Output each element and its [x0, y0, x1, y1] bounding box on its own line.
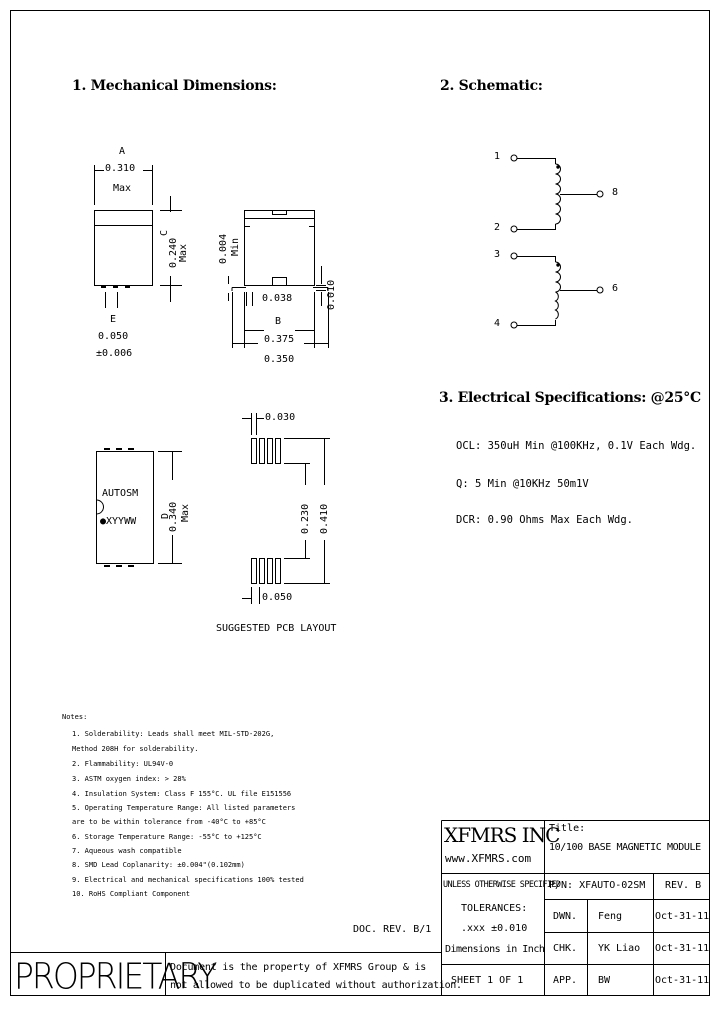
- pin-6-label: 6: [612, 283, 619, 294]
- side-view-outline: [228, 210, 329, 348]
- dim-e-label: E: [110, 314, 117, 325]
- dwn-label: DWN.: [553, 911, 578, 922]
- note-line: 7. Aqueous wash compatible: [72, 847, 182, 855]
- note-line: 6. Storage Temperature Range: -55°C to +…: [72, 833, 262, 841]
- notes-title: Notes:: [62, 713, 88, 721]
- dim-pad-span-inner: 0.230: [300, 503, 311, 534]
- note-line: 9. Electrical and mechanical specificati…: [72, 876, 304, 884]
- note-line: 3. ASTM oxygen index: > 28%: [72, 775, 186, 783]
- dim-b-label: B: [275, 316, 282, 327]
- dim-a-label: A: [119, 146, 126, 157]
- marking-line2: ●XYYWW: [100, 516, 137, 527]
- proprietary-stamp: PROPRIETARY: [14, 955, 217, 998]
- tolerance-value: .xxx ±0.010: [461, 923, 528, 934]
- dwn-date: Oct-31-11: [655, 911, 710, 922]
- pcb-layout-caption: SUGGESTED PCB LAYOUT: [216, 623, 337, 634]
- dim-d-value: 0.340: [168, 501, 179, 532]
- dim-a-value: 0.310: [105, 163, 136, 174]
- pin-2-label: 2: [494, 222, 501, 233]
- dim-min-value: 0.004: [218, 233, 229, 264]
- sheet-number: SHEET 1 OF 1: [451, 975, 524, 986]
- dim-c-label: C: [159, 229, 170, 236]
- pin-1-label: 1: [494, 151, 501, 162]
- note-line: Method 208H for solderability.: [72, 745, 199, 753]
- company-website: www.XFMRS.com: [445, 852, 532, 865]
- chk-date: Oct-31-11: [655, 943, 710, 954]
- drawing-title: 10/100 BASE MAGNETIC MODULE: [549, 842, 701, 853]
- dimensions-unit: Dimensions in Inch: [445, 944, 545, 955]
- heading-schematic: 2. Schematic:: [440, 78, 543, 94]
- app-label: APP.: [553, 975, 578, 986]
- dim-lead-width: 0.038: [262, 293, 293, 304]
- dim-a-max: Max: [113, 183, 132, 194]
- note-line: 10. RoHS Compliant Component: [72, 890, 191, 898]
- dim-pad-pitch: 0.050: [262, 592, 293, 603]
- dim-e-tolerance: ±0.006: [96, 348, 133, 359]
- title-label: Title:: [549, 823, 586, 834]
- heading-mechanical: 1. Mechanical Dimensions:: [72, 78, 277, 94]
- title-block-grid: [10, 820, 710, 995]
- app-date: Oct-31-11: [655, 975, 710, 986]
- marking-line1: AUTOSM: [102, 488, 139, 499]
- heading-electrical: 3. Electrical Specifications: @25°C: [439, 390, 701, 406]
- dim-pad-span-outer: 0.410: [319, 503, 330, 534]
- dim-b-value1: 0.375: [264, 334, 295, 345]
- dwn-name: Feng: [598, 911, 623, 922]
- document-revision: DOC. REV. B/1: [353, 924, 432, 935]
- marking-view-outline: [96, 448, 182, 567]
- spec-dcr: DCR: 0.90 Ohms Max Each Wdg.: [456, 514, 634, 526]
- company-name: XFMRS INC: [444, 823, 560, 847]
- sheet-border: [10, 10, 710, 996]
- revision: REV. B: [665, 880, 702, 891]
- note-line: 8. SMD Lead Coplanarity: ±0.004"(0.102mm…: [72, 861, 245, 869]
- proprietary-line2: not allowed to be duplicated without aut…: [170, 980, 462, 991]
- note-line: are to be within tolerance from -40°C to…: [72, 818, 266, 826]
- tolerance-header: UNLESS OTHERWISE SPECIFIED: [443, 880, 561, 890]
- dim-pad-width: 0.030: [265, 412, 296, 423]
- note-line: 5. Operating Temperature Range: All list…: [72, 804, 296, 812]
- dim-c-max: Max: [178, 243, 189, 262]
- dim-min-label: Min: [230, 237, 241, 256]
- dim-lead-height: 0.010: [326, 279, 337, 310]
- top-view-outline: [94, 165, 182, 308]
- pin-3-label: 3: [494, 249, 501, 260]
- app-name: BW: [598, 975, 611, 986]
- note-line: 4. Insulation System: Class F 155°C. UL …: [72, 790, 292, 798]
- tolerance-label: TOLERANCES:: [461, 903, 528, 914]
- chk-label: CHK.: [553, 943, 578, 954]
- spec-q: Q: 5 Min @10KHz 50m1V: [456, 478, 589, 490]
- pcb-layout-pads: [242, 413, 330, 604]
- dim-d-max: Max: [180, 503, 191, 522]
- spec-ocl: OCL: 350uH Min @100KHz, 0.1V Each Wdg.: [456, 440, 697, 452]
- chk-name: YK Liao: [598, 943, 641, 954]
- dim-e-value: 0.050: [98, 331, 129, 342]
- dim-b-value2: 0.350: [264, 354, 295, 365]
- note-line: 1. Solderability: Leads shall meet MIL-S…: [72, 730, 275, 738]
- pin-8-label: 8: [612, 187, 619, 198]
- pin-4-label: 4: [494, 318, 501, 329]
- note-line: 2. Flammability: UL94V-0: [72, 760, 174, 768]
- part-number: P/N: XFAUTO-02SM: [549, 880, 646, 891]
- proprietary-line1: Document is the property of XFMRS Group …: [170, 962, 427, 973]
- schematic-diagram: [510, 154, 604, 329]
